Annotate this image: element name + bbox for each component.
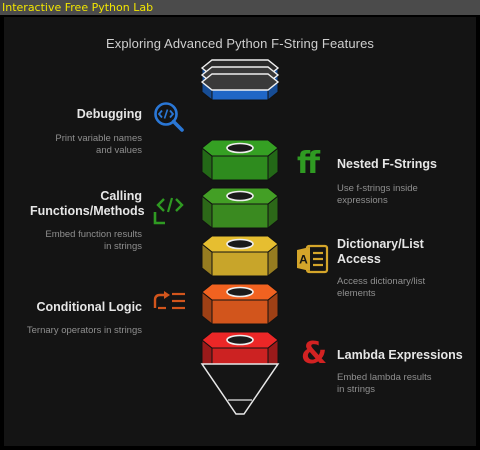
segment-hole [226,334,254,346]
dictionary-label: Dictionary/List Access Access dictionary… [337,237,457,300]
dictionary-description: Access dictionary/list elements [337,276,426,299]
lambda-description: Embed lambda results in strings [337,372,432,395]
segment-hole [226,142,254,154]
debugging-label: Debugging Print variable names and value… [30,107,142,157]
ff-icon: ff [297,146,320,181]
segment-front [211,155,269,181]
calling-description: Embed function results in strings [45,229,142,252]
segment-hole [226,238,254,250]
dictionary-heading: Dictionary/List Access [337,237,424,266]
segment-hole [226,190,254,202]
segment-front [211,203,269,229]
conditional-heading: Conditional Logic [36,300,142,314]
segment-hole [226,286,254,298]
diagram-title: Exploring Advanced Python F-String Featu… [105,36,375,51]
calling-heading: Calling Functions/Methods [30,189,145,218]
conditional-label: Conditional Logic Ternary operators in s… [20,300,142,337]
nested-label: Nested F-Strings Use f-strings inside ex… [337,157,457,207]
calling-label: Calling Functions/Methods Embed function… [30,189,145,253]
debugging-heading: Debugging [76,107,142,121]
segment-front [211,251,269,277]
segment-front [211,299,269,325]
lambda-heading: Lambda Expressions [337,348,463,362]
search-code-icon [154,102,184,132]
debugging-description: Print variable names and values [55,133,142,156]
window-title-bar: Interactive Free Python Lab [0,0,480,15]
svg-text:A: A [299,253,308,267]
ampersand-icon: & [301,336,328,371]
window-title: Interactive Free Python Lab [2,1,154,14]
stack-tip [200,363,280,415]
lambda-label: Lambda Expressions Embed lambda results … [337,348,463,396]
document-a-icon: A [297,244,329,274]
list-arrow-icon [153,291,185,310]
nested-description: Use f-strings inside expressions [337,183,418,206]
blue-layer-ring [200,73,280,91]
code-brackets-icon [153,197,184,225]
nested-heading: Nested F-Strings [337,157,438,171]
conditional-description: Ternary operators in strings [26,325,142,336]
